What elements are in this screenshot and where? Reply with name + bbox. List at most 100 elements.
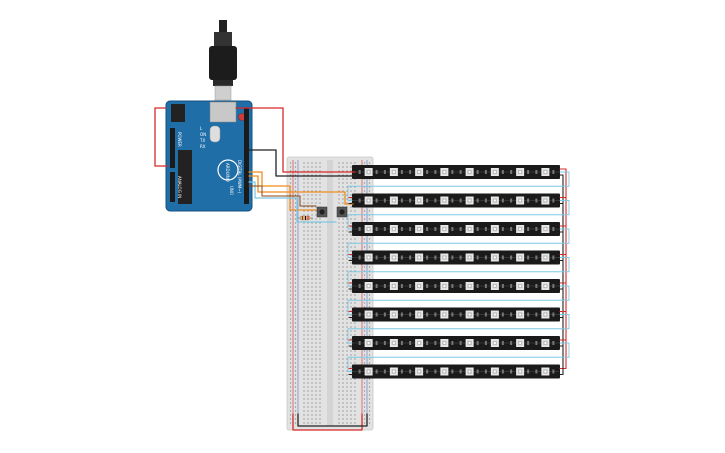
led-pixel <box>434 282 454 290</box>
arduino-uno-board[interactable]: ARDUINO UNO ON TX RX L DIGITAL (PWM~) PO… <box>165 100 253 212</box>
wire-data-cyan <box>248 181 337 223</box>
led-pixel <box>383 339 403 347</box>
power-label: POWER <box>177 132 182 147</box>
chain-wire-gnd <box>559 316 564 347</box>
led-pixel <box>484 310 504 319</box>
led-pixel <box>535 339 555 347</box>
wire-bb-bottom-red <box>292 413 363 431</box>
led-strip[interactable] <box>352 250 560 265</box>
arduino-logo <box>217 159 239 181</box>
led-pixel <box>484 367 504 376</box>
wires <box>154 107 570 431</box>
led-pixel <box>459 310 479 319</box>
wire-data-orange-2 <box>248 175 354 205</box>
led-pixel <box>409 196 429 205</box>
wire-power-red-loop <box>154 107 169 167</box>
chain-wire-data <box>347 228 570 258</box>
chain-wire-data <box>347 314 570 344</box>
led-pixel <box>459 367 479 376</box>
led-pixel <box>459 168 479 176</box>
led-pixel <box>510 339 530 347</box>
usb-port <box>209 101 237 123</box>
chain-wire-gnd <box>559 288 564 319</box>
chain-wire-data <box>347 171 570 201</box>
led-pixel <box>510 225 530 233</box>
led-pixel <box>510 310 530 319</box>
led-strip[interactable] <box>352 307 560 322</box>
led-strips <box>352 165 560 379</box>
led-pixel <box>535 253 555 262</box>
wire-data-orange-1 <box>248 171 317 211</box>
atmega-chip <box>178 150 192 204</box>
wire-gnd-black <box>248 149 346 177</box>
pushbutton-1[interactable] <box>316 206 328 218</box>
led-pixel <box>383 253 403 262</box>
usb-cable[interactable] <box>209 20 237 101</box>
led-strip[interactable] <box>352 336 560 350</box>
on-label: ON <box>200 132 206 137</box>
brand-text: ARDUINO <box>225 163 230 182</box>
rx-label: RX <box>200 144 206 149</box>
power-header <box>170 128 175 168</box>
led-pixel <box>383 310 403 319</box>
l-label: L <box>200 126 203 131</box>
led-strip[interactable] <box>352 222 560 236</box>
led-pixel <box>358 196 378 205</box>
led-pixel <box>484 225 504 233</box>
wire-5v-red <box>235 107 345 173</box>
led-pixel <box>434 168 454 176</box>
led-pixel <box>484 196 504 205</box>
chain-wire-data <box>347 257 570 287</box>
analog-header <box>170 172 175 202</box>
led-pixel <box>459 282 479 290</box>
led-pixel <box>535 310 555 319</box>
led-strip[interactable] <box>352 364 560 379</box>
led-pixel <box>434 225 454 233</box>
led-pixel <box>535 196 555 205</box>
led-pixel <box>459 253 479 262</box>
led-pixel <box>510 253 530 262</box>
resistor[interactable] <box>297 215 313 221</box>
led-pixel <box>510 196 530 205</box>
led-pixel <box>358 310 378 319</box>
led-pixel <box>383 282 403 290</box>
led-pixel <box>409 168 429 176</box>
led-pixel <box>510 367 530 376</box>
led-pixel <box>434 196 454 205</box>
led-pixel <box>535 225 555 233</box>
led-pixel <box>484 282 504 290</box>
led-strip[interactable] <box>352 165 560 179</box>
chain-wire-gnd <box>559 174 564 205</box>
led-pixel <box>409 282 429 290</box>
led-pixel <box>434 339 454 347</box>
chain-wire-data <box>347 342 570 372</box>
pushbutton-2[interactable] <box>336 206 348 218</box>
led-strip[interactable] <box>352 279 560 293</box>
led-pixel <box>459 196 479 205</box>
analog-label: ANALOG IN <box>177 176 182 198</box>
led-pixel <box>409 367 429 376</box>
led-pixel <box>409 253 429 262</box>
led-pixel <box>459 339 479 347</box>
led-pixel <box>510 282 530 290</box>
led-strip[interactable] <box>352 193 560 208</box>
led-pixel <box>484 253 504 262</box>
crystal <box>209 125 221 143</box>
led-pixel <box>459 225 479 233</box>
led-pixel <box>358 367 378 376</box>
led-pixel <box>434 253 454 262</box>
led-pixel <box>434 367 454 376</box>
led-pixel <box>434 310 454 319</box>
led-pixel <box>484 168 504 176</box>
chain-wire-data <box>347 285 570 315</box>
chain-wire-gnd <box>559 202 564 233</box>
led-pixel <box>358 168 378 176</box>
led-pixel <box>383 168 403 176</box>
tx-label: TX <box>199 138 205 143</box>
power-jack <box>171 104 185 122</box>
chain-wire-gnd <box>559 259 564 290</box>
chain-wire-data <box>347 200 570 230</box>
led-pixel <box>409 225 429 233</box>
chain-wire-gnd <box>559 345 564 376</box>
